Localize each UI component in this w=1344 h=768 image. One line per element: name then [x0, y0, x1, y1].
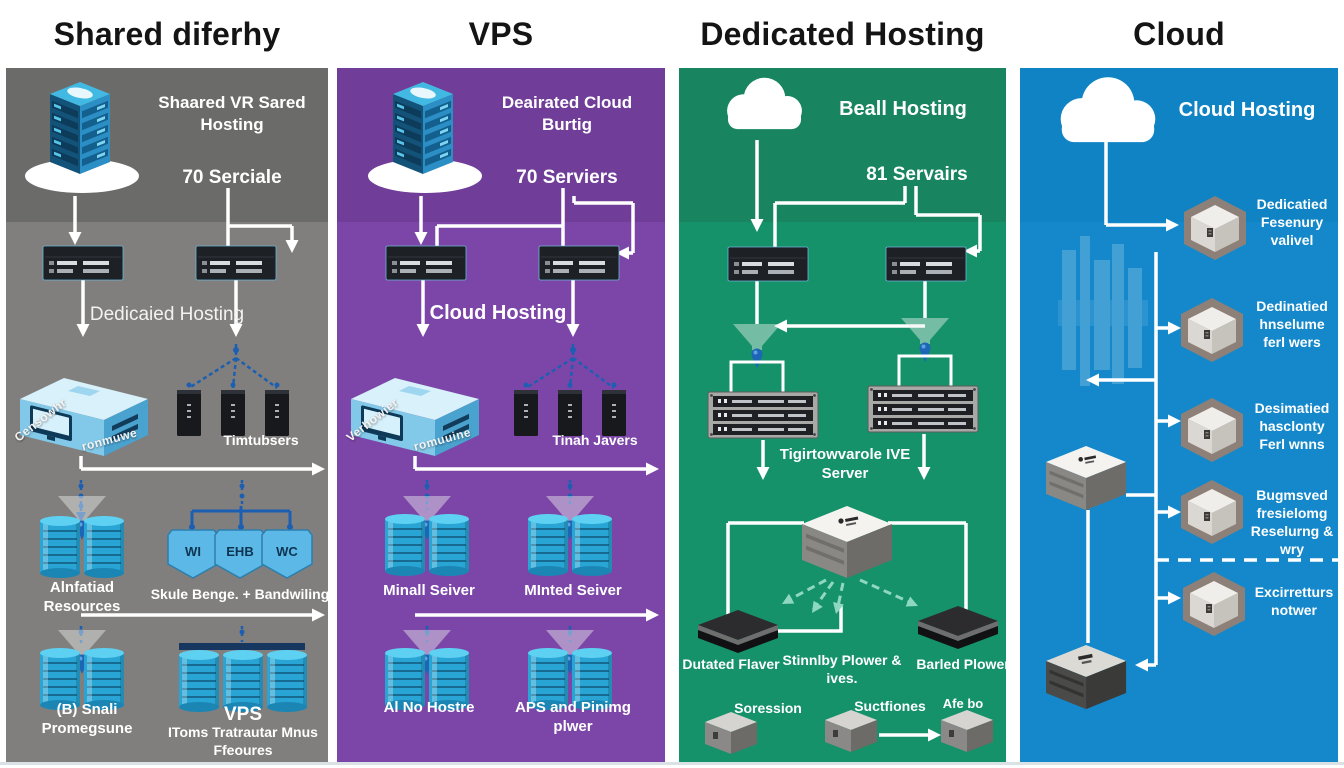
cloud-feature: Excirretturs notwer: [1254, 584, 1334, 618]
dedicated-server-count: 81 Servairs: [866, 164, 968, 185]
cloud-feature: Dedinatied hnselume ferl wers: [1256, 298, 1328, 350]
dedicated-connectors: [726, 140, 982, 737]
cloud-feature: Dedicatied Fesenury valivel: [1256, 196, 1328, 248]
navy-bar: [179, 643, 305, 650]
server-cylinder-icon: [429, 514, 469, 576]
server-tower-icon: [50, 82, 110, 174]
dedicated-panel-art: [698, 77, 998, 754]
shield-label: WI: [185, 544, 201, 559]
cloud-feature: Desimatied hasclonty Ferl wnns: [1254, 400, 1330, 452]
dedicated-title: Beall Hosting: [839, 98, 967, 120]
server-cylinder-icon: [40, 516, 80, 578]
rack-box-icon: [538, 245, 620, 281]
server-tower-icon: [393, 82, 453, 174]
cloud-panel-background: [1020, 68, 1338, 762]
rack-box-icon: [727, 246, 809, 282]
shield-label: WC: [276, 544, 298, 559]
rack-unit-icon: [867, 385, 979, 433]
vps-server-count: 70 Serviers: [516, 167, 618, 188]
small-label: Suctfiones: [854, 698, 926, 714]
rack-unit-icon: [707, 391, 819, 439]
mini-tower-icon: [602, 390, 626, 436]
shared-server-count: 70 Serciale: [182, 167, 282, 188]
vps-section-label: Cloud Hosting: [429, 302, 567, 324]
rack-box-icon: [42, 245, 124, 281]
shared-connectors: [73, 188, 318, 617]
server-label: Al No Hostre: [383, 699, 475, 716]
bandwidth-label: Skule Benge. + Bandwiling: [150, 586, 330, 602]
towers-label: Timtubsers: [223, 432, 299, 448]
server-label: MInted Seiver: [524, 582, 622, 599]
rack-box-icon: [385, 245, 467, 281]
header-shared: Shared diferhy: [53, 16, 281, 52]
shared-panel-art: [20, 82, 325, 712]
towers-label: Tinah Javers: [552, 432, 638, 448]
server-label: Minall Seiver: [383, 582, 475, 599]
box-label: Stinnlby Plower & ives.: [782, 652, 902, 686]
server-cylinder-icon: [572, 514, 612, 576]
rack-box-icon: [195, 245, 277, 281]
header-vps: VPS: [468, 16, 534, 52]
header-cloud: Cloud: [1133, 16, 1225, 52]
mini-tower-icon: [177, 390, 201, 436]
vps-subtitle-label: IToms Tratrautar Mnus Ffeoures: [168, 724, 318, 758]
bottom-divider: [0, 762, 1344, 765]
mini-tower-icon: [265, 390, 289, 436]
vps-panel-title: Deairated Cloud Burtig: [501, 93, 633, 134]
resources-label: Alnfatiad Resources: [43, 579, 121, 616]
server-cylinder-icon: [84, 516, 124, 578]
mid-server-label: Tigirtowvarole IVE Server: [779, 446, 911, 483]
cloud-panel-art: [1046, 77, 1338, 710]
server-label: APS and Pinimg plwer: [515, 699, 631, 736]
server-cylinder-icon: [528, 514, 568, 576]
city-watermark: [1058, 236, 1148, 386]
box-label: Dutated Flaver: [682, 656, 780, 672]
small-plan-label: (B) Snali Promegsune: [41, 701, 133, 738]
rack-box-icon: [885, 246, 967, 282]
shared-section-label: Dedicaied Hosting: [89, 304, 245, 325]
server-cylinder-icon: [385, 514, 425, 576]
vps-panel-art: [351, 82, 659, 710]
vps-title-label: VPS: [223, 704, 263, 725]
cloud-title: Cloud Hosting: [1178, 99, 1316, 121]
mini-tower-icon: [514, 390, 538, 436]
mini-tower-icon: [558, 390, 582, 436]
shield-label: EHB: [226, 544, 254, 559]
small-label: Afe bo: [942, 696, 984, 711]
cloud-feature: Bugmsved fresielomg Reselurng & wry: [1250, 487, 1334, 557]
platform-ellipse: [25, 159, 139, 193]
mini-tower-icon: [221, 390, 245, 436]
platform-ellipse: [368, 159, 482, 193]
box-label: Barled Plower: [916, 656, 1010, 672]
vps-connectors: [413, 188, 652, 617]
header-dedicated: Dedicated Hosting: [700, 16, 985, 52]
small-label: Soression: [734, 700, 802, 716]
shared-title: Shaared VR Sared Hosting: [158, 93, 306, 134]
